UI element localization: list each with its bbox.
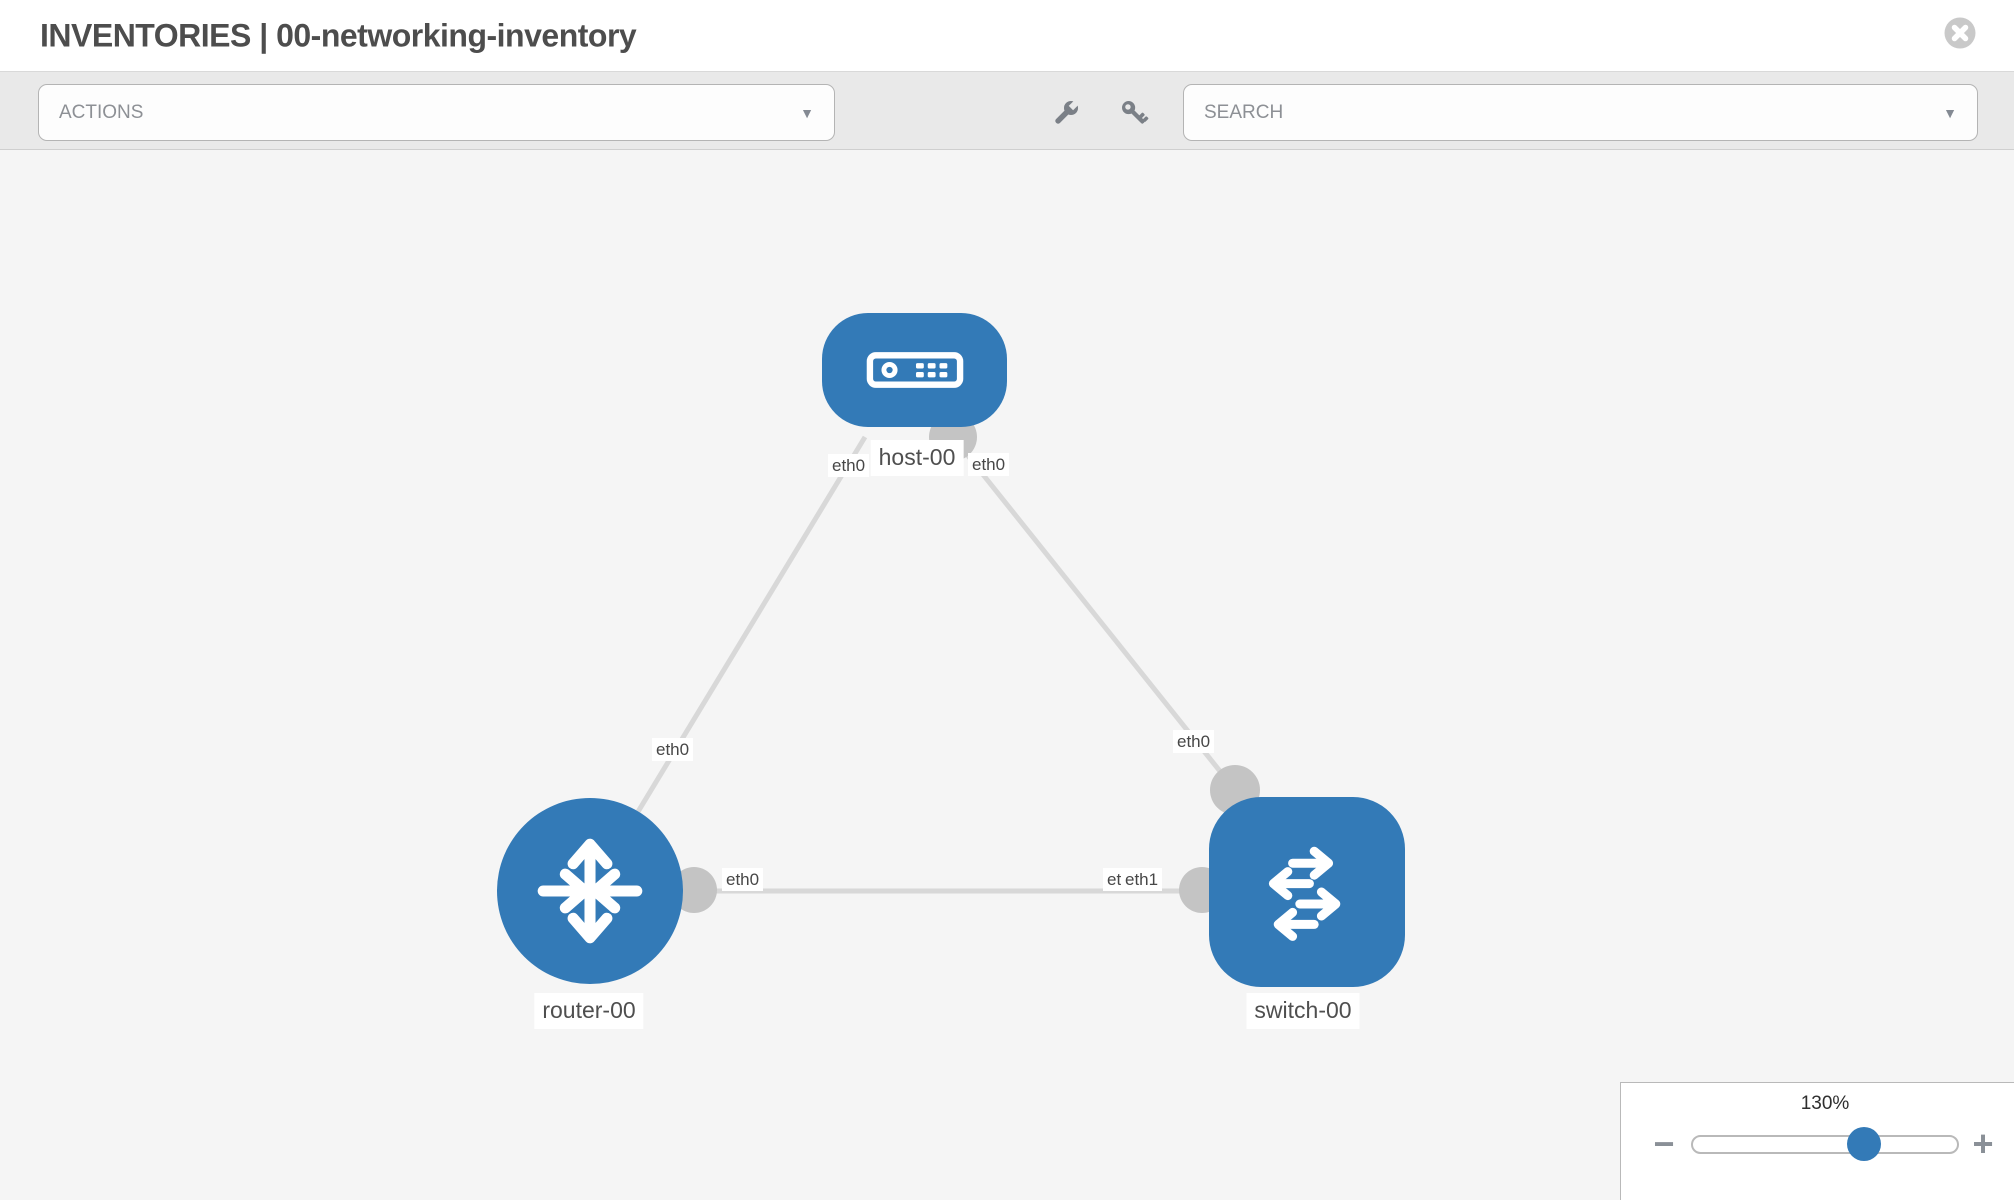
actions-dropdown-label: ACTIONS — [59, 101, 144, 123]
zoom-in-button[interactable]: + — [1961, 1122, 2005, 1166]
node-label-router-00: router-00 — [534, 993, 644, 1029]
topology-canvas[interactable]: host-00 router-00 switch-00 eth0 eth0 et… — [0, 150, 2014, 1200]
search-dropdown-label: SEARCH — [1204, 101, 1284, 123]
iface-label-host-eth0-left: eth0 — [828, 454, 870, 477]
iface-label-switch-eth0-top: eth0 — [1173, 730, 1215, 753]
window-header: INVENTORIES | 00-networking-inventory — [0, 0, 2014, 72]
node-host-00[interactable] — [822, 313, 1007, 427]
actions-dropdown[interactable]: ACTIONS ▼ — [38, 84, 835, 141]
node-switch-00[interactable] — [1209, 797, 1405, 987]
chevron-down-icon: ▼ — [1943, 104, 1957, 121]
toolbar: ACTIONS ▼ — [0, 72, 2014, 150]
host-icon — [866, 352, 963, 388]
iface-label-router-eth0-right: eth0 — [722, 868, 764, 891]
search-dropdown[interactable]: SEARCH ▼ — [1183, 84, 1978, 141]
chevron-down-icon: ▼ — [800, 104, 814, 121]
page-title: INVENTORIES | 00-networking-inventory — [40, 17, 637, 53]
zoom-out-button[interactable]: − — [1642, 1122, 1686, 1166]
switch-icon — [1268, 846, 1341, 941]
router-interface-port — [671, 867, 717, 913]
wrench-icon — [1055, 99, 1080, 124]
zoom-slider-thumb[interactable] — [1847, 1127, 1881, 1161]
close-icon — [1944, 17, 1976, 49]
node-label-switch-00: switch-00 — [1246, 993, 1360, 1029]
iface-label-switch-eth1: eth1 — [1121, 868, 1163, 891]
minus-icon: − — [1653, 1123, 1675, 1164]
key-icon — [1122, 101, 1149, 124]
topology-links-layer — [587, 413, 1303, 913]
router-icon — [537, 838, 643, 944]
node-label-host-00: host-00 — [870, 440, 964, 476]
zoom-control-panel: 130% − + — [1620, 1082, 2014, 1200]
zoom-level-label: 130% — [1800, 1093, 1850, 1114]
credentials-key-button[interactable] — [1118, 97, 1152, 131]
close-button[interactable] — [1942, 16, 1978, 52]
iface-label-host-eth0-right: eth0 — [968, 453, 1010, 476]
zoom-slider[interactable] — [1691, 1135, 1959, 1154]
node-router-00[interactable] — [497, 798, 683, 984]
plus-icon: + — [1972, 1123, 1994, 1164]
iface-label-router-eth0-top: eth0 — [652, 738, 694, 761]
manage-tools-button[interactable] — [1048, 97, 1082, 131]
